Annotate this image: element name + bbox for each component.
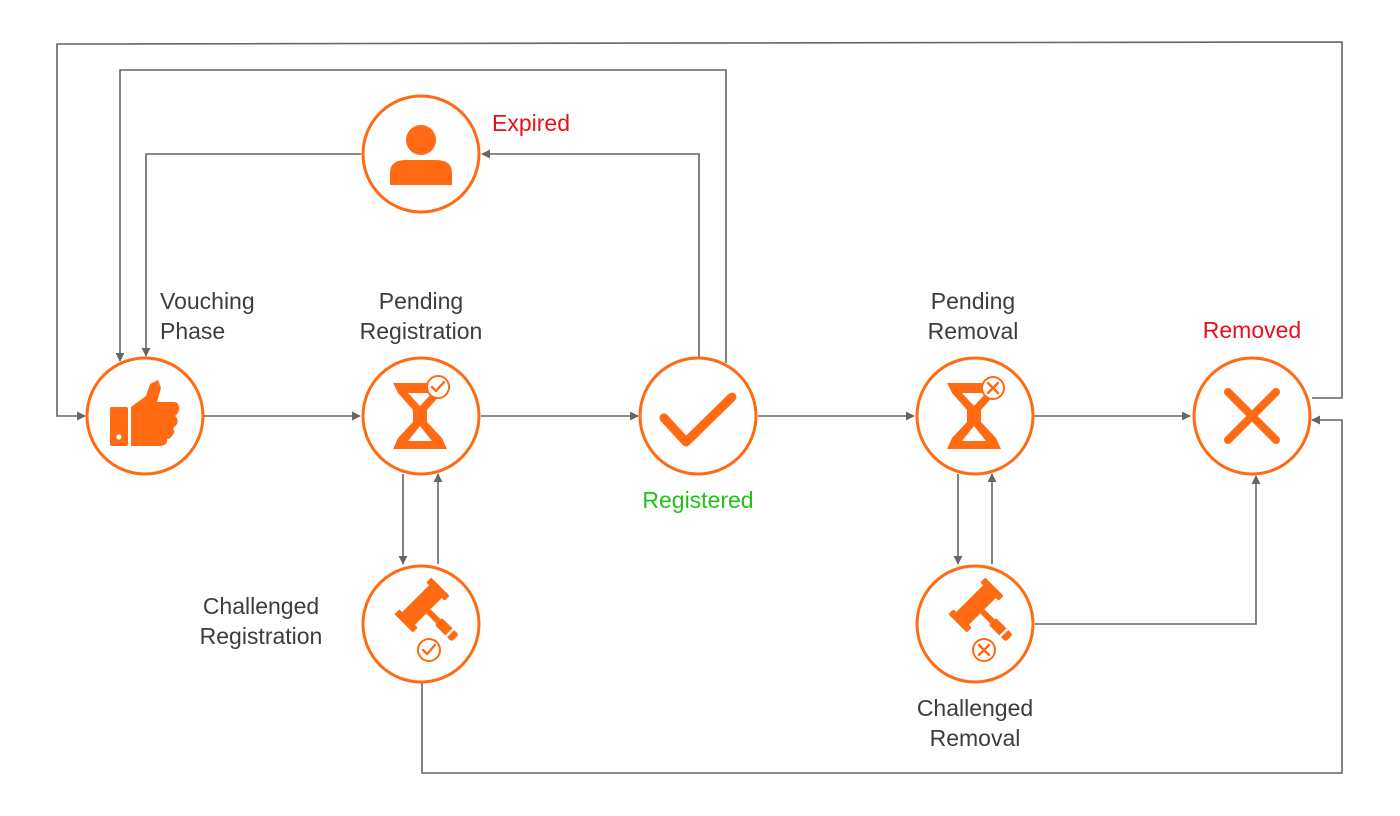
thumbs-up-icon — [110, 380, 180, 446]
challenged-removal-label-line1: Challenged — [916, 695, 1034, 721]
arrow-removed-to-vouching — [56, 41, 1343, 421]
vouching-label-line1: Vouching — [160, 288, 255, 314]
arrow-expired-to-vouching — [141, 153, 361, 357]
vouching-label-line2: Phase — [160, 318, 226, 344]
challenged-registration-node — [361, 564, 481, 684]
checkmark-icon — [659, 392, 737, 447]
challenged-registration-label-line1: Challenged — [202, 593, 320, 619]
challenged-removal-node — [915, 564, 1035, 684]
x-icon — [1224, 388, 1280, 444]
challenged-removal-label: Challenged Removal — [875, 693, 1075, 753]
person-icon — [390, 125, 452, 185]
arrow-challenged-removal-to-removed — [1035, 475, 1261, 625]
challenged-registration-label: Challenged Registration — [161, 591, 361, 651]
pending-removal-label-line2: Removal — [927, 318, 1019, 344]
pending-registration-label-line1: Pending — [378, 288, 464, 314]
registered-node — [638, 356, 758, 476]
expired-label: Expired — [492, 110, 570, 136]
arrow-registered-to-expired — [481, 149, 700, 357]
arrow-registered-to-vouching — [115, 69, 727, 363]
pending-registration-label-line2: Registration — [359, 318, 483, 344]
challenged-removal-label-line2: Removal — [929, 725, 1021, 751]
pending-registration-label: Pending Registration — [321, 286, 521, 346]
registered-label: Registered — [642, 487, 754, 513]
pending-removal-label-line1: Pending — [930, 288, 1016, 314]
hourglass-x-icon — [947, 376, 1005, 449]
pending-removal-label: Pending Removal — [873, 286, 1073, 346]
removed-label: Removed — [1202, 317, 1302, 343]
challenged-registration-label-line2: Registration — [199, 623, 323, 649]
arrow-challenged-registration-to-removed — [421, 415, 1343, 774]
hourglass-check-icon — [393, 375, 450, 449]
vouching-phase-label: Vouching Phase — [160, 286, 255, 346]
gavel-x-icon — [949, 578, 1012, 662]
gavel-check-icon — [395, 578, 458, 662]
